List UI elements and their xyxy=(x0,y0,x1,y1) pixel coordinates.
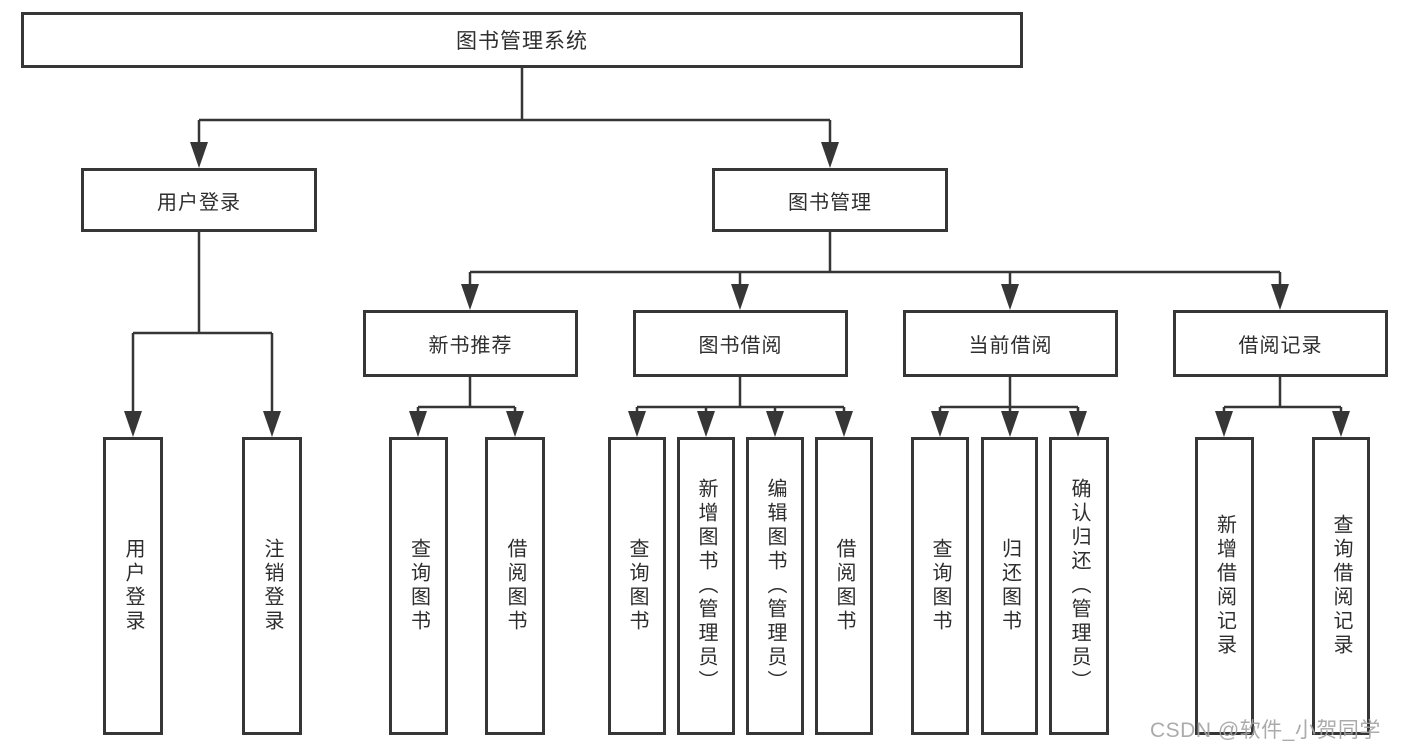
leaf-br-add-record: 新增借阅记录 xyxy=(1195,437,1254,735)
node-new-book-recommend: 新书推荐 xyxy=(363,310,578,377)
node-new-book-recommend-label: 新书推荐 xyxy=(428,335,513,357)
leaf-cb-confirm-return-admin-label: 确认归还（管理员） xyxy=(1068,478,1090,694)
leaf-bb-query-book: 查询图书 xyxy=(608,437,666,735)
leaf-nb-query-book-label: 查询图书 xyxy=(407,538,430,634)
leaf-bb-edit-book-admin-label: 编辑图书（管理员） xyxy=(764,478,786,694)
leaf-bb-borrow-book-label: 借阅图书 xyxy=(833,538,855,634)
leaf-nb-borrow-book: 借阅图书 xyxy=(485,437,545,735)
leaf-cb-query-book: 查询图书 xyxy=(911,437,969,735)
leaf-bb-borrow-book: 借阅图书 xyxy=(815,437,873,735)
arrowheads xyxy=(124,142,1350,437)
leaf-user-login-label: 用户登录 xyxy=(122,538,144,634)
leaf-bb-add-book-admin: 新增图书（管理员） xyxy=(677,437,735,735)
node-book-borrow: 图书借阅 xyxy=(633,310,848,377)
leaf-cb-query-book-label: 查询图书 xyxy=(929,538,951,634)
leaf-cb-return-book: 归还图书 xyxy=(981,437,1038,735)
node-borrow-records-label: 借阅记录 xyxy=(1238,335,1323,357)
leaf-br-query-record-label: 查询借阅记录 xyxy=(1330,514,1352,658)
node-borrow-records: 借阅记录 xyxy=(1173,310,1388,377)
leaf-br-add-record-label: 新增借阅记录 xyxy=(1213,514,1236,658)
leaf-br-query-record: 查询借阅记录 xyxy=(1312,437,1370,735)
leaf-nb-query-book: 查询图书 xyxy=(389,437,448,735)
leaf-logout: 注销登录 xyxy=(242,437,302,735)
node-current-borrow: 当前借阅 xyxy=(903,310,1118,377)
leaf-logout-label: 注销登录 xyxy=(261,538,283,634)
node-book-mgmt-label: 图书管理 xyxy=(788,191,872,214)
node-current-borrow-label: 当前借阅 xyxy=(968,335,1053,357)
leaf-cb-return-book-label: 归还图书 xyxy=(998,538,1021,634)
node-user-login-label: 用户登录 xyxy=(157,191,241,214)
node-user-login: 用户登录 xyxy=(81,168,317,232)
leaf-bb-query-book-label: 查询图书 xyxy=(626,538,648,634)
leaf-bb-edit-book-admin: 编辑图书（管理员） xyxy=(746,437,804,735)
node-book-mgmt: 图书管理 xyxy=(712,168,948,232)
leaf-cb-confirm-return-admin: 确认归还（管理员） xyxy=(1049,437,1109,735)
leaf-user-login: 用户登录 xyxy=(103,437,163,735)
leaf-nb-borrow-book-label: 借阅图书 xyxy=(504,538,526,634)
node-root: 图书管理系统 xyxy=(21,12,1023,68)
leaf-bb-add-book-admin-label: 新增图书（管理员） xyxy=(695,478,717,694)
csdn-watermark: CSDN @软件_小贺同学 xyxy=(1150,719,1381,742)
node-root-label: 图书管理系统 xyxy=(456,30,588,53)
node-book-borrow-label: 图书借阅 xyxy=(698,335,783,357)
